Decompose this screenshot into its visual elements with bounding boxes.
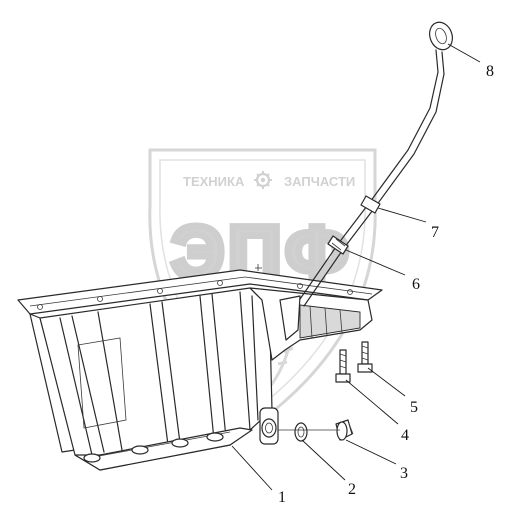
callout-8: 8 — [486, 63, 494, 80]
oil-pan-part — [17, 264, 383, 471]
pan-window — [77, 337, 127, 429]
callout-2: 2 — [348, 481, 356, 498]
sealing-ring-part — [294, 422, 308, 442]
pan-feet — [83, 432, 224, 463]
leader-lines — [231, 43, 481, 491]
drain-plug-part — [335, 419, 354, 441]
bolt-part-5 — [357, 341, 373, 373]
leader-6 — [345, 249, 406, 276]
pan-right-shadow — [299, 304, 361, 339]
callout-5: 5 — [410, 399, 418, 416]
leader-8 — [447, 43, 481, 63]
leader-2 — [301, 439, 346, 481]
leader-7 — [377, 207, 427, 223]
callout-3: 3 — [400, 465, 408, 482]
flange-bolt-holes — [37, 280, 353, 310]
watermark-text-right: ЗАПЧАСТИ — [284, 174, 355, 189]
leader-4 — [345, 379, 399, 425]
bolt-part-4 — [335, 349, 351, 383]
callout-6: 6 — [412, 276, 420, 293]
leader-5 — [367, 367, 406, 397]
pan-ribs — [59, 291, 259, 456]
watermark-text-left: ТЕХНИКА — [183, 174, 245, 189]
gear-icon — [254, 171, 272, 189]
tube-bracket — [279, 295, 301, 341]
dipstick-handle-part — [429, 21, 453, 51]
tube-fitting-part — [327, 235, 349, 255]
callout-4: 4 — [401, 427, 409, 444]
leader-1 — [231, 445, 273, 491]
callout-labels: 1 2 3 4 5 6 7 8 — [278, 63, 494, 506]
tube-clip-part — [360, 195, 381, 214]
callout-1: 1 — [278, 489, 286, 506]
drain-boss — [259, 407, 279, 445]
dipstick-assembly — [279, 21, 453, 341]
leader-3 — [345, 439, 397, 465]
callout-7: 7 — [431, 224, 439, 241]
